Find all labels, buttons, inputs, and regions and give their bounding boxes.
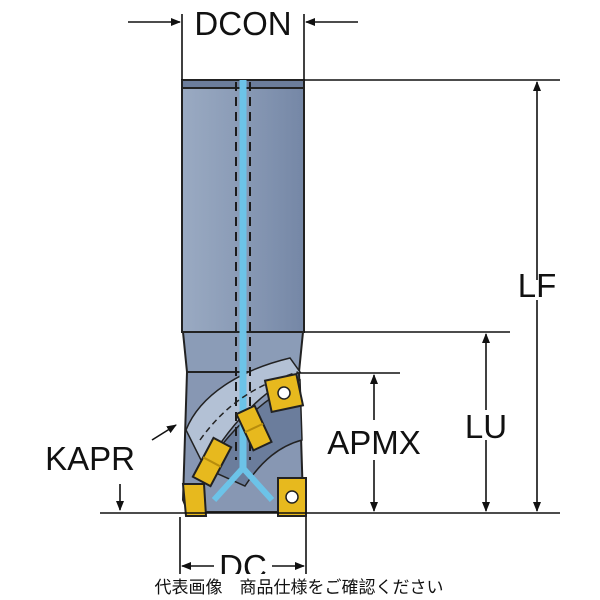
kapr-arrow (151, 424, 177, 441)
dimension-lines (100, 14, 560, 585)
coolant-outlet-right (240, 465, 275, 503)
coolant-outlet-left (211, 465, 246, 503)
pocket-line (199, 371, 299, 441)
label-lu: LU (465, 408, 507, 445)
caption: 代表画像 商品仕様をご確認ください (155, 578, 444, 598)
inserts (181, 372, 307, 517)
caption-background (126, 574, 472, 600)
insert-middle (235, 404, 273, 452)
dimension-labels: DCON LF LU APMX KAPR DC (45, 5, 556, 585)
insert-top (263, 372, 305, 414)
cutter-body (181, 79, 305, 513)
label-lf: LF (518, 267, 557, 304)
insert-left (191, 436, 233, 488)
label-apmx: APMX (327, 424, 421, 461)
label-kapr: KAPR (45, 440, 135, 477)
label-dcon: DCON (194, 5, 291, 42)
insert-bottom-left (181, 483, 208, 517)
insert-bottom-right (277, 477, 307, 517)
